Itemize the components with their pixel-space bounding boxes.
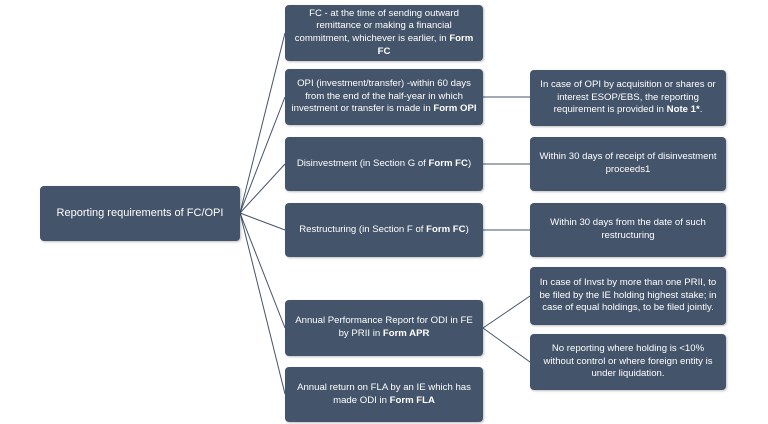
note-apr-multiple-prii: In case of Invst by more than one PRII, …	[530, 267, 726, 325]
note-opi-ref: Note 1*	[666, 104, 700, 116]
note-disinvestment: Within 30 days of receipt of disinvestme…	[530, 137, 726, 191]
node-fc-text: FC - at the time of sending outward remi…	[294, 7, 459, 44]
note-res-text: Within 30 days from the date of such res…	[550, 217, 706, 241]
note-apr-no-reporting: No reporting where holding is <10% witho…	[530, 334, 726, 390]
node-res-text: Restructuring (in Section F of	[299, 223, 427, 235]
node-dis-suffix: )	[467, 157, 472, 169]
node-fc: FC - at the time of sending outward remi…	[285, 5, 483, 61]
node-apr: Annual Performance Report for ODI in FE …	[285, 300, 483, 356]
connector-root-fc	[239, 32, 286, 214]
note-apr2-text: No reporting where holding is <10% witho…	[543, 343, 713, 380]
note-dis-text: Within 30 days of receipt of disinvestme…	[539, 151, 717, 175]
root-node-label: Reporting requirements of FC/OPI	[56, 207, 224, 220]
connector-root-res	[239, 212, 286, 231]
connector-apr-note2	[482, 327, 531, 363]
connector-root-apr	[239, 212, 286, 329]
node-opi-form: Form OPI	[433, 103, 477, 115]
node-opi: OPI (investment/transfer) -within 60 day…	[285, 69, 483, 125]
node-apr-form: Form APR	[382, 328, 430, 339]
node-fla-form: Form FLA	[389, 394, 435, 406]
connector-root-opi	[239, 96, 286, 214]
node-fla: Annual return on FLA by an IE which has …	[285, 367, 483, 422]
connector-root-fla	[239, 212, 286, 395]
note-apr1-text: In case of Invst by more than one PRII, …	[539, 277, 717, 314]
node-fla-text: Annual return on FLA by an IE which has …	[297, 381, 471, 406]
note-restructuring: Within 30 days from the date of such res…	[530, 203, 726, 257]
node-restructuring: Restructuring (in Section F of Form FC)	[285, 203, 483, 257]
root-node: Reporting requirements of FC/OPI	[40, 186, 240, 241]
node-apr-text: Annual Performance Report for ODI in FE …	[295, 315, 473, 339]
node-disinvestment: Disinvestment (in Section G of Form FC)	[285, 137, 483, 191]
node-fc-form: Form FC	[377, 33, 474, 57]
note-opi-suffix: .	[699, 104, 703, 116]
connector-root-dis	[239, 163, 286, 214]
node-res-form: Form FC	[426, 223, 466, 235]
note-opi-text: In case of OPI by acquisition or shares …	[540, 79, 716, 116]
node-opi-text: OPI (investment/transfer) -within 60 day…	[291, 78, 471, 115]
note-opi: In case of OPI by acquisition or shares …	[530, 70, 726, 126]
node-res-suffix: )	[465, 223, 469, 235]
node-dis-form: Form FC	[428, 157, 468, 169]
node-dis-text: Disinvestment (in Section G of	[296, 157, 429, 169]
connector-apr-note1	[482, 295, 531, 329]
